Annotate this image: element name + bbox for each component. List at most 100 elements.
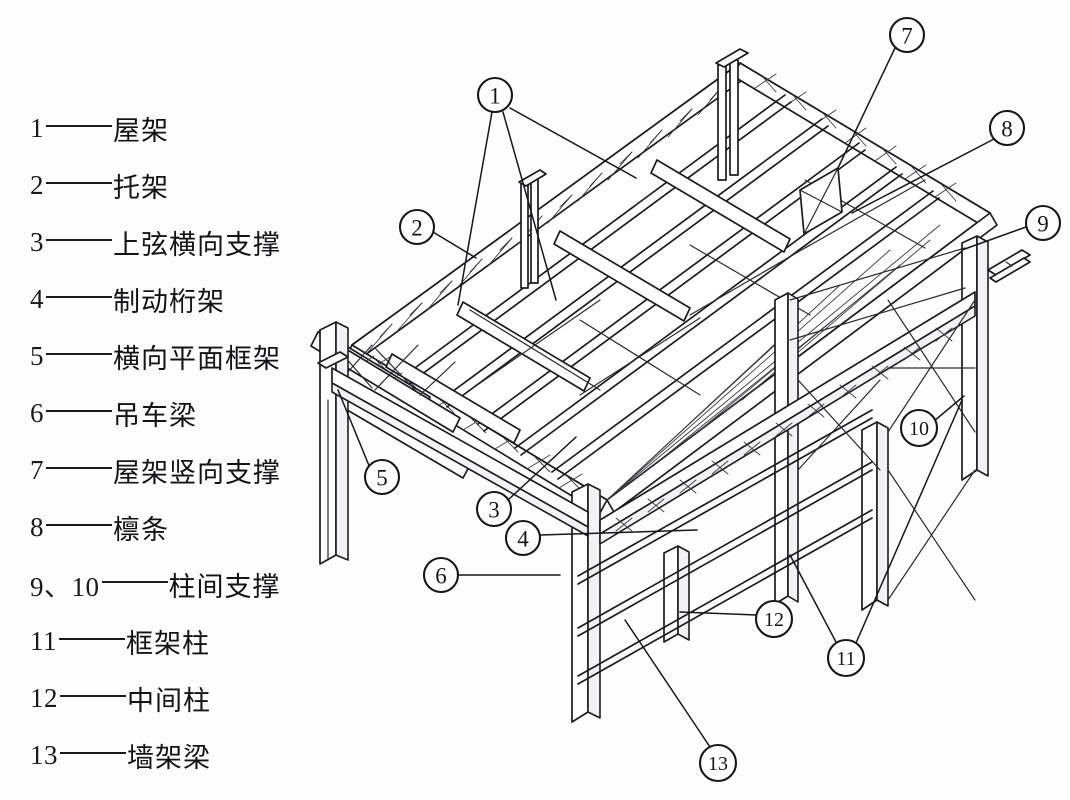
callout-2: 2 — [398, 208, 477, 259]
legend-item-number: 13 — [30, 740, 58, 770]
legend-item-number: 4 — [30, 284, 44, 314]
roof-tie — [456, 301, 591, 392]
wall-beams-13 — [577, 409, 873, 685]
callout-12: 12 — [679, 599, 794, 639]
column-front-mid — [571, 483, 601, 723]
legend-item-label: 吊车梁 — [113, 401, 197, 431]
callout-circle — [698, 743, 738, 783]
column-bracing-9 — [887, 299, 976, 433]
legend-item-number: 3 — [30, 227, 44, 257]
callout-8: 8 — [851, 109, 1026, 214]
callout-circle — [475, 490, 513, 528]
legend-item-2: 2 托架 — [30, 157, 330, 214]
legend-item-label: 柱间支撑 — [168, 572, 281, 602]
legend-item-number: 2 — [30, 170, 44, 200]
callout-leader-line — [539, 529, 698, 536]
wall-girt — [577, 509, 873, 685]
roof-truss-group — [344, 48, 998, 514]
legend-item-label: 上弦横向支撑 — [113, 230, 281, 260]
legend-item-dash — [60, 694, 126, 697]
callout-number: 10 — [909, 418, 929, 440]
callout-circle — [826, 638, 866, 678]
callout-leader-line — [837, 47, 896, 169]
legend-item-number: 7 — [30, 455, 44, 485]
legend-item-number: 5 — [30, 341, 44, 371]
purlin — [440, 118, 829, 408]
callout-number: 7 — [901, 24, 913, 49]
legend-item-dash — [46, 295, 112, 298]
callout-circle — [398, 208, 436, 246]
legend-item-6: 6 吊车梁 — [30, 385, 330, 442]
callout-leader-line — [961, 226, 1027, 251]
callout-leader-line — [502, 111, 557, 301]
legend-item-label: 框架柱 — [126, 629, 210, 659]
callout-number: 5 — [376, 466, 388, 491]
column-rear-interior — [774, 292, 799, 605]
legend-item-number: 6 — [30, 398, 44, 428]
legend-item-4: 4 制动桁架 — [30, 271, 330, 328]
callout-1: 1 — [457, 76, 637, 306]
legend-item-label: 中间柱 — [127, 686, 211, 716]
legend-item-11: 11 框架柱 — [30, 613, 330, 670]
legend-item-label: 制动桁架 — [113, 287, 225, 317]
callout-circle — [754, 599, 794, 639]
callout-leader-line — [509, 107, 637, 179]
frame-lattice — [329, 339, 456, 396]
legend-item-dash — [46, 238, 112, 241]
callout-number: 8 — [1001, 117, 1013, 142]
callout-circle — [504, 519, 542, 557]
eave-truss-rear — [606, 212, 998, 513]
crane-beam-front-6 — [317, 351, 589, 537]
legend-item-3: 3 上弦横向支撑 — [30, 214, 330, 271]
callout-number: 9 — [1037, 212, 1049, 237]
callout-leader-line — [855, 399, 963, 644]
legend-item-label: 托架 — [113, 173, 169, 203]
legend-item-label: 屋架 — [113, 116, 169, 146]
legend-item-dash — [46, 523, 112, 526]
legend-item-label: 墙架梁 — [127, 743, 211, 773]
callout-7: 7 — [837, 16, 926, 169]
callout-number: 2 — [411, 216, 423, 241]
callout-leader-line — [457, 111, 493, 306]
crane-rail-stub-right — [987, 249, 1031, 283]
roof-tie — [553, 230, 691, 322]
legend-item-dash — [46, 124, 112, 127]
legend-item-1: 1 屋架 — [30, 100, 330, 157]
callout-leader-line — [851, 138, 995, 214]
purlins-group — [403, 94, 940, 480]
callout-circle — [988, 109, 1026, 147]
roof-tie — [650, 159, 791, 253]
legend-item-8: 8 檩条 — [30, 499, 330, 556]
column-right-mid — [861, 421, 889, 611]
callout-number: 12 — [764, 609, 784, 631]
callout-number: 3 — [488, 498, 500, 523]
legend-item-13: 13 墙架梁 — [30, 727, 330, 784]
callout-9: 9 — [961, 204, 1062, 251]
ridge-post-left — [715, 48, 749, 181]
legend-item-number: 8 — [30, 512, 44, 542]
legend-item-dash — [46, 181, 112, 184]
column-bracing-10 — [887, 469, 976, 601]
column-right-end — [961, 235, 989, 481]
legend-item-label: 檩条 — [113, 515, 169, 545]
callout-leader-line — [507, 436, 577, 501]
callout-circle — [476, 76, 514, 114]
callout-5: 5 — [337, 389, 401, 496]
callout-3: 3 — [475, 436, 577, 528]
callout-13: 13 — [624, 619, 738, 783]
callout-number: 1 — [489, 84, 501, 109]
legend-item-number: 11 — [30, 626, 57, 656]
wall-girt — [577, 461, 873, 637]
callout-10: 10 — [899, 395, 965, 448]
legend-item-label: 屋架竖向支撑 — [113, 458, 281, 488]
legend-item-number: 12 — [30, 683, 58, 713]
callout-number: 11 — [836, 648, 855, 670]
roof-vertical-bracing-7 — [799, 167, 843, 235]
legend-item-number: 1 — [30, 113, 44, 143]
